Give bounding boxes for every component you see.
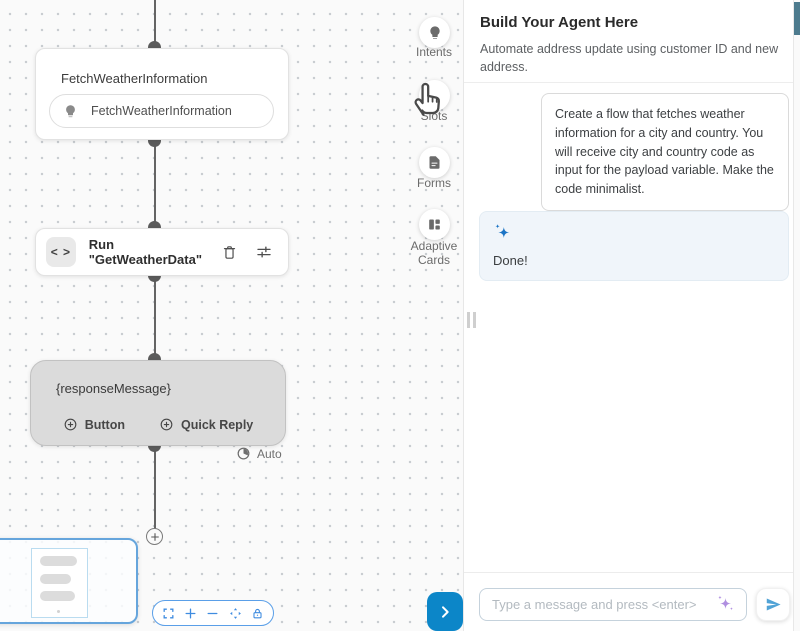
hand-pointer-cursor [414, 82, 440, 116]
code-node[interactable]: < > Run "GetWeatherData" [35, 228, 289, 276]
cards-icon [429, 219, 440, 230]
add-button-label: Button [84, 417, 125, 432]
plus-circle-icon [64, 418, 77, 431]
ai-assist-sparkle-icon[interactable] [716, 594, 735, 613]
response-node-label: {responseMessage} [56, 381, 171, 396]
scrollbar-thumb[interactable] [794, 2, 800, 35]
add-quick-reply-action[interactable]: Quick Reply [159, 417, 253, 432]
minimap-node [40, 556, 77, 566]
chat-area[interactable]: Create a flow that fetches weather infor… [464, 83, 793, 572]
minimap[interactable] [0, 538, 138, 624]
send-button[interactable] [756, 588, 790, 621]
message-input-bar [464, 572, 800, 631]
auto-label: Auto [257, 446, 282, 461]
minimap-node [40, 591, 75, 601]
auto-badge: Auto [236, 446, 282, 461]
panel-subtitle: Automate address update using customer I… [480, 42, 779, 75]
minimap-viewport[interactable] [31, 548, 88, 618]
timer-icon [237, 447, 250, 460]
tool-adaptive-cards-label: Adaptive Cards [410, 239, 458, 267]
tool-forms-button[interactable] [419, 147, 450, 178]
intent-node[interactable]: FetchWeatherInformation FetchWeatherInfo… [35, 48, 289, 140]
code-node-label: Run "GetWeatherData" [88, 237, 202, 267]
collapse-panel-button[interactable] [427, 592, 463, 631]
fit-view-icon[interactable] [229, 607, 242, 620]
minimap-node [40, 574, 71, 584]
tune-settings-icon[interactable] [255, 243, 273, 261]
panel-header: Build Your Agent Here Automate address u… [464, 0, 800, 83]
panel-resize-handle[interactable] [467, 312, 476, 328]
send-icon [766, 598, 781, 611]
delete-icon[interactable] [221, 244, 238, 261]
ai-sparkle-icon [495, 224, 510, 238]
user-message-bubble: Create a flow that fetches weather infor… [541, 93, 789, 211]
lightbulb-icon [429, 25, 440, 39]
message-input[interactable] [479, 588, 747, 621]
plus-circle-icon [160, 418, 173, 431]
zoom-in-icon[interactable] [184, 607, 197, 620]
tool-forms-label: Forms [417, 176, 451, 190]
tool-adaptive-cards-button[interactable] [419, 209, 450, 240]
lock-icon[interactable] [251, 607, 264, 620]
tool-intents-label: Intents [415, 45, 453, 59]
zoom-out-icon[interactable] [206, 607, 219, 620]
plus-icon [150, 532, 159, 541]
code-icon: < > [46, 237, 76, 267]
add-quick-reply-label: Quick Reply [181, 417, 254, 432]
lightbulb-icon [66, 104, 75, 117]
panel-title: Build Your Agent Here [480, 14, 639, 31]
canvas-zoom-toolbar [152, 600, 274, 626]
response-node[interactable]: {responseMessage} Button Quick Reply [30, 360, 286, 446]
flow-canvas[interactable]: FetchWeatherInformation FetchWeatherInfo… [0, 0, 463, 631]
fullscreen-icon[interactable] [162, 607, 175, 620]
assistant-panel: Build Your Agent Here Automate address u… [463, 0, 800, 631]
intent-chip[interactable]: FetchWeatherInformation [49, 94, 274, 128]
minimap-dot [57, 610, 60, 613]
intent-node-title: FetchWeatherInformation [61, 71, 208, 86]
document-icon [429, 156, 440, 169]
panel-scrollbar[interactable] [793, 0, 800, 631]
assistant-message-text: Done! [493, 253, 528, 268]
add-button-action[interactable]: Button [63, 417, 125, 432]
add-node-button[interactable] [146, 528, 163, 545]
tool-intents-button[interactable] [419, 17, 450, 48]
assistant-message-bubble: Done! [479, 211, 789, 281]
chevron-right-icon [442, 605, 449, 618]
intent-chip-label: FetchWeatherInformation [91, 104, 232, 118]
